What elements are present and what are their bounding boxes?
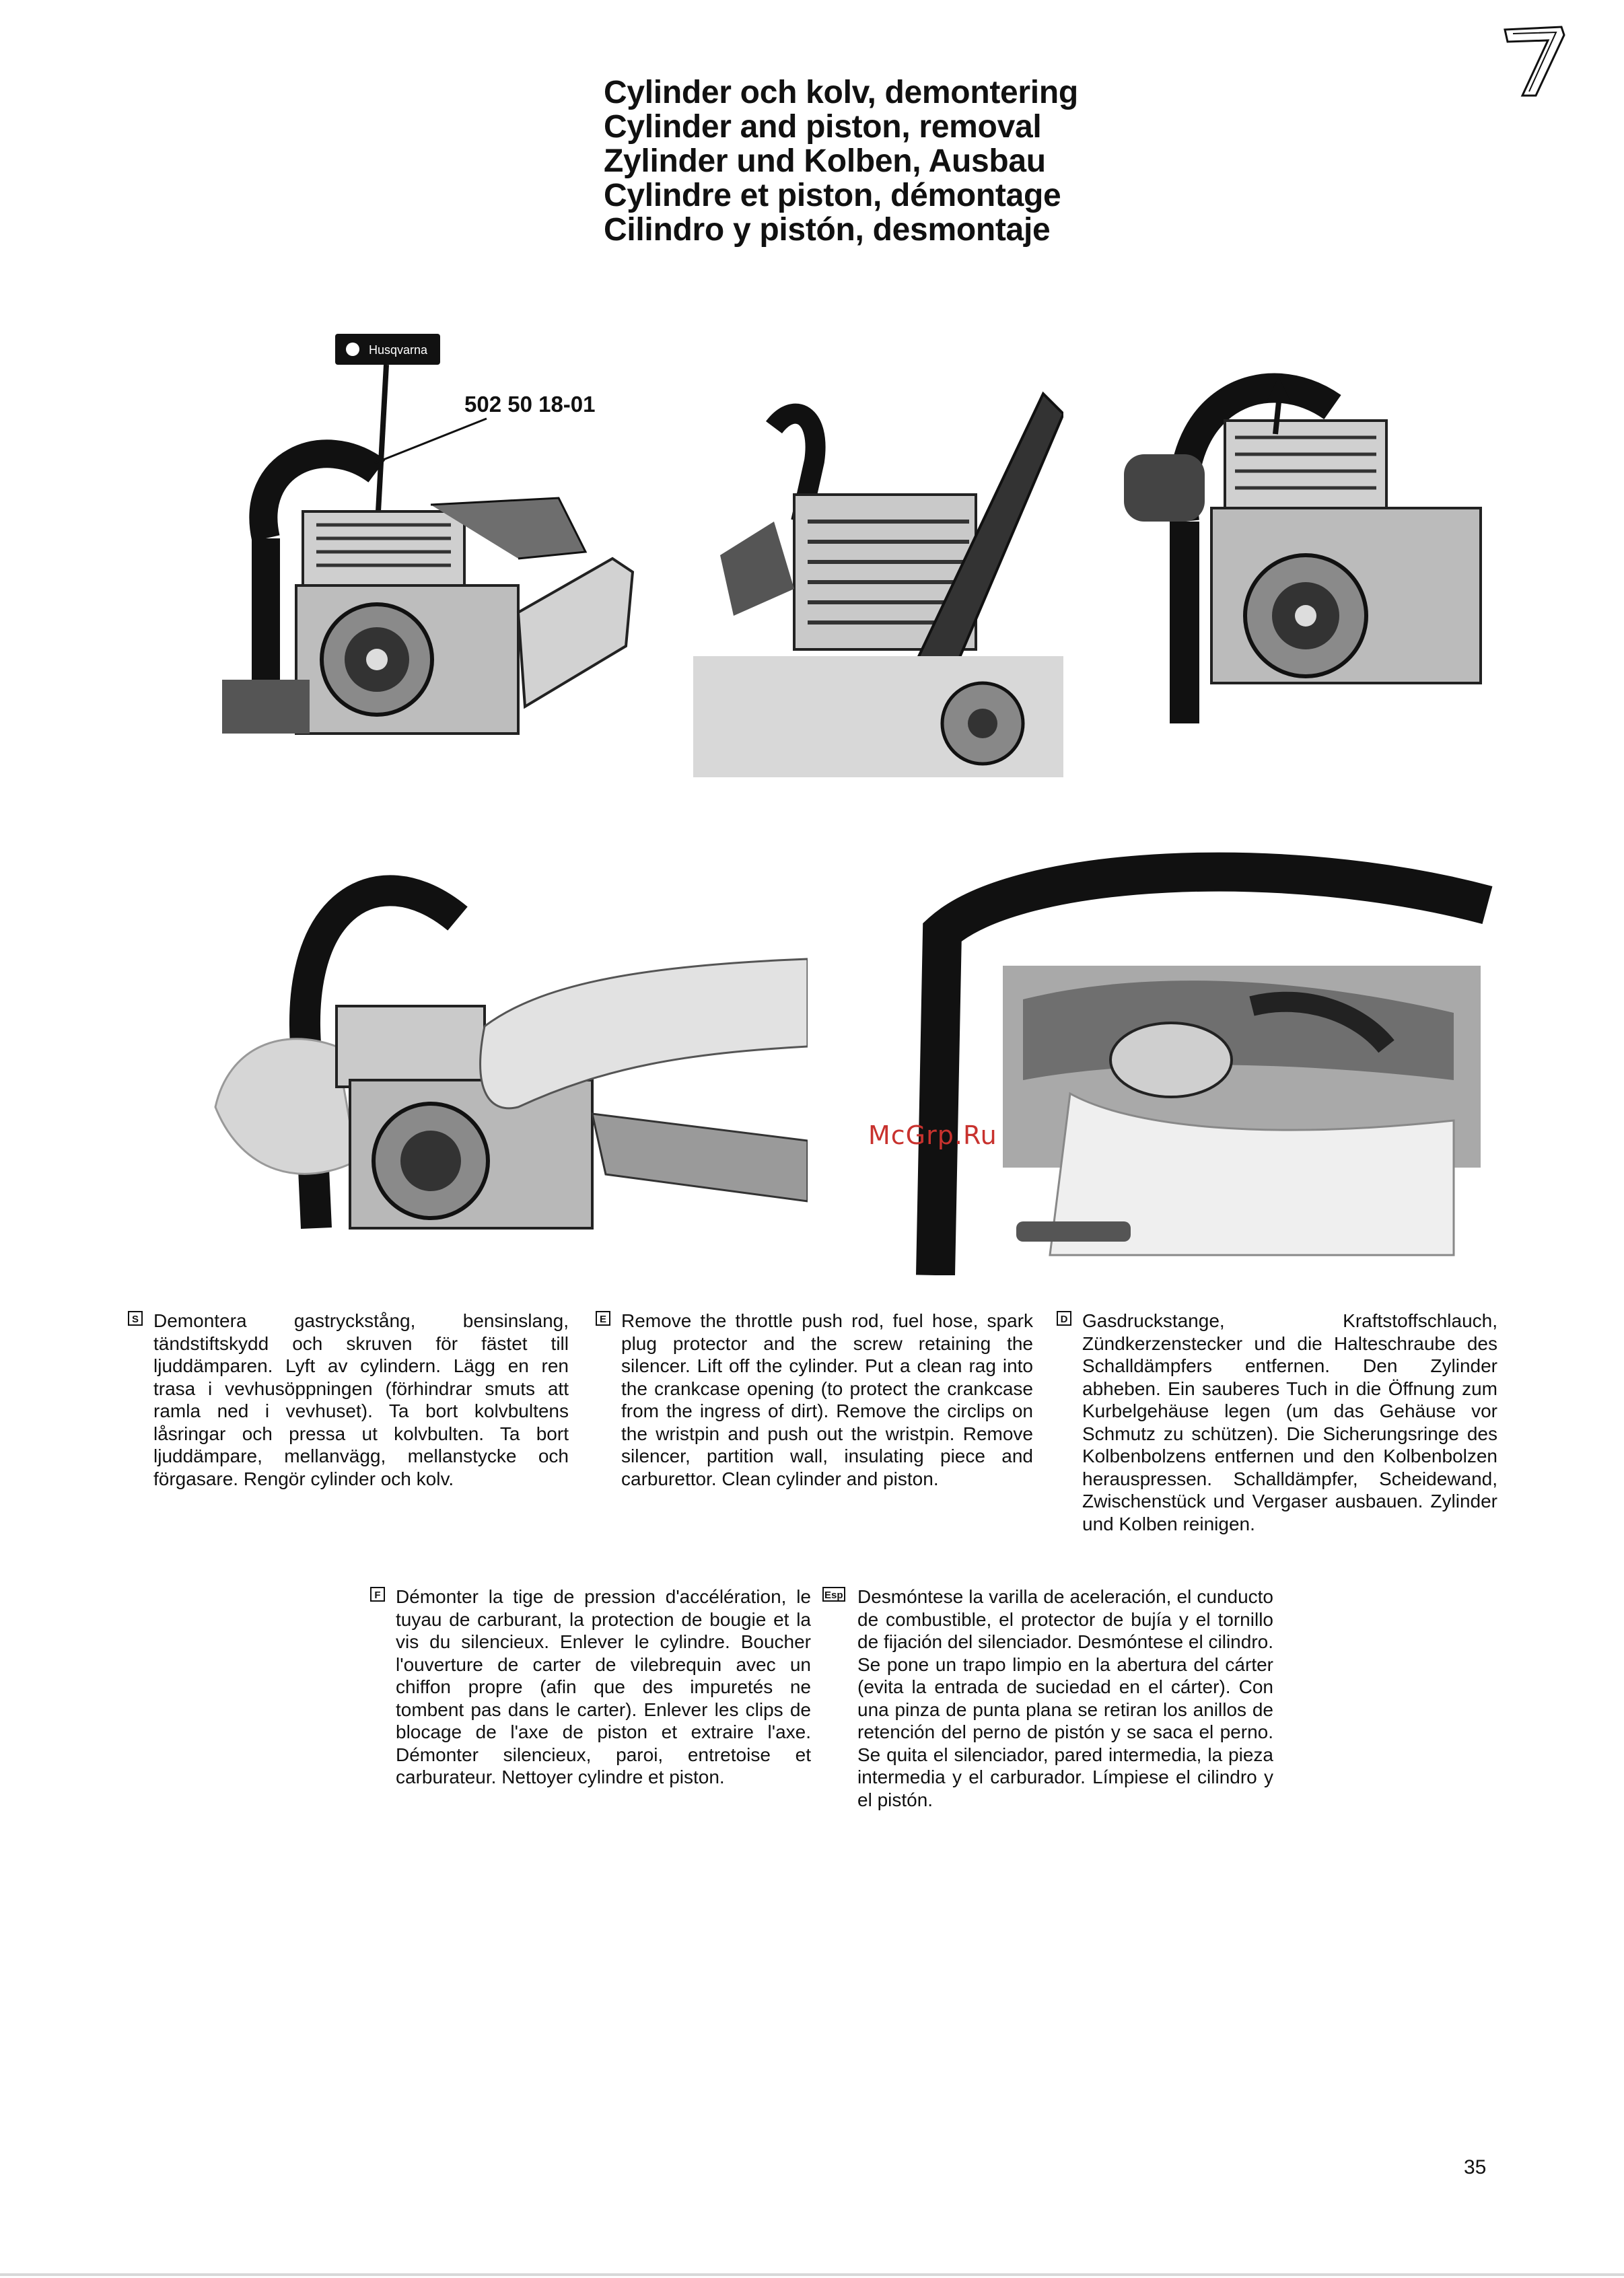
part-number-leader-line [374, 417, 487, 464]
language-badge-es: Esp [822, 1587, 845, 1602]
page-number: 35 [1464, 2156, 1487, 2178]
language-badge-en: E [596, 1311, 610, 1326]
language-badge-sv: S [128, 1311, 143, 1326]
title-german: Zylinder und Kolben, Ausbau [604, 143, 1046, 179]
watermark-text: McGrp.Ru [868, 1120, 997, 1150]
photo-cylinder-closeup [693, 387, 1063, 777]
title-english: Cylinder and piston, removal [604, 109, 1042, 145]
title-spanish: Cilindro y pistón, desmontaje [604, 212, 1051, 248]
paragraph-swedish-text: Demontera gastryckstång, bensinslang, tä… [153, 1310, 569, 1489]
photo-lifting-cylinder [1110, 347, 1487, 750]
language-badge-de: D [1057, 1311, 1071, 1326]
photo-tool-on-cylinder: Husqvarna [209, 330, 639, 781]
scan-edge-line [0, 2273, 1624, 2276]
paragraph-spanish: Esp Desmóntese la varilla de aceleración… [822, 1586, 1273, 1811]
paragraph-french-text: Démonter la tige de pression d'accélérat… [396, 1586, 811, 1787]
title-swedish: Cylinder och kolv, demontering [604, 75, 1078, 110]
paragraph-french: F Démonter la tige de pression d'accélér… [370, 1586, 811, 1789]
title-french: Cylindre et piston, démontage [604, 178, 1061, 213]
paragraph-german-text: Gasdruckstange, Kraftstoffschlauch, Zünd… [1082, 1310, 1497, 1534]
photo-removing-cylinder-by-hand [202, 824, 808, 1269]
language-badge-fr: F [370, 1587, 385, 1602]
paragraph-english: E Remove the throttle push rod, fuel hos… [596, 1310, 1033, 1490]
paragraph-swedish: S Demontera gastryckstång, bensinslang, … [128, 1310, 569, 1490]
photo-wristpin-removal [848, 838, 1494, 1275]
title-block: Cylinder och kolv, demontering Cylinder … [604, 75, 1078, 247]
part-number-label: 502 50 18-01 [464, 392, 596, 417]
chapter-number [1499, 20, 1574, 101]
paragraph-english-text: Remove the throttle push rod, fuel hose,… [621, 1310, 1033, 1489]
paragraph-german: D Gasdruckstange, Kraftstoffschlauch, Zü… [1057, 1310, 1497, 1535]
tool-brand-label: Husqvarna [369, 343, 428, 357]
paragraph-spanish-text: Desmóntese la varilla de aceleración, el… [857, 1586, 1273, 1810]
